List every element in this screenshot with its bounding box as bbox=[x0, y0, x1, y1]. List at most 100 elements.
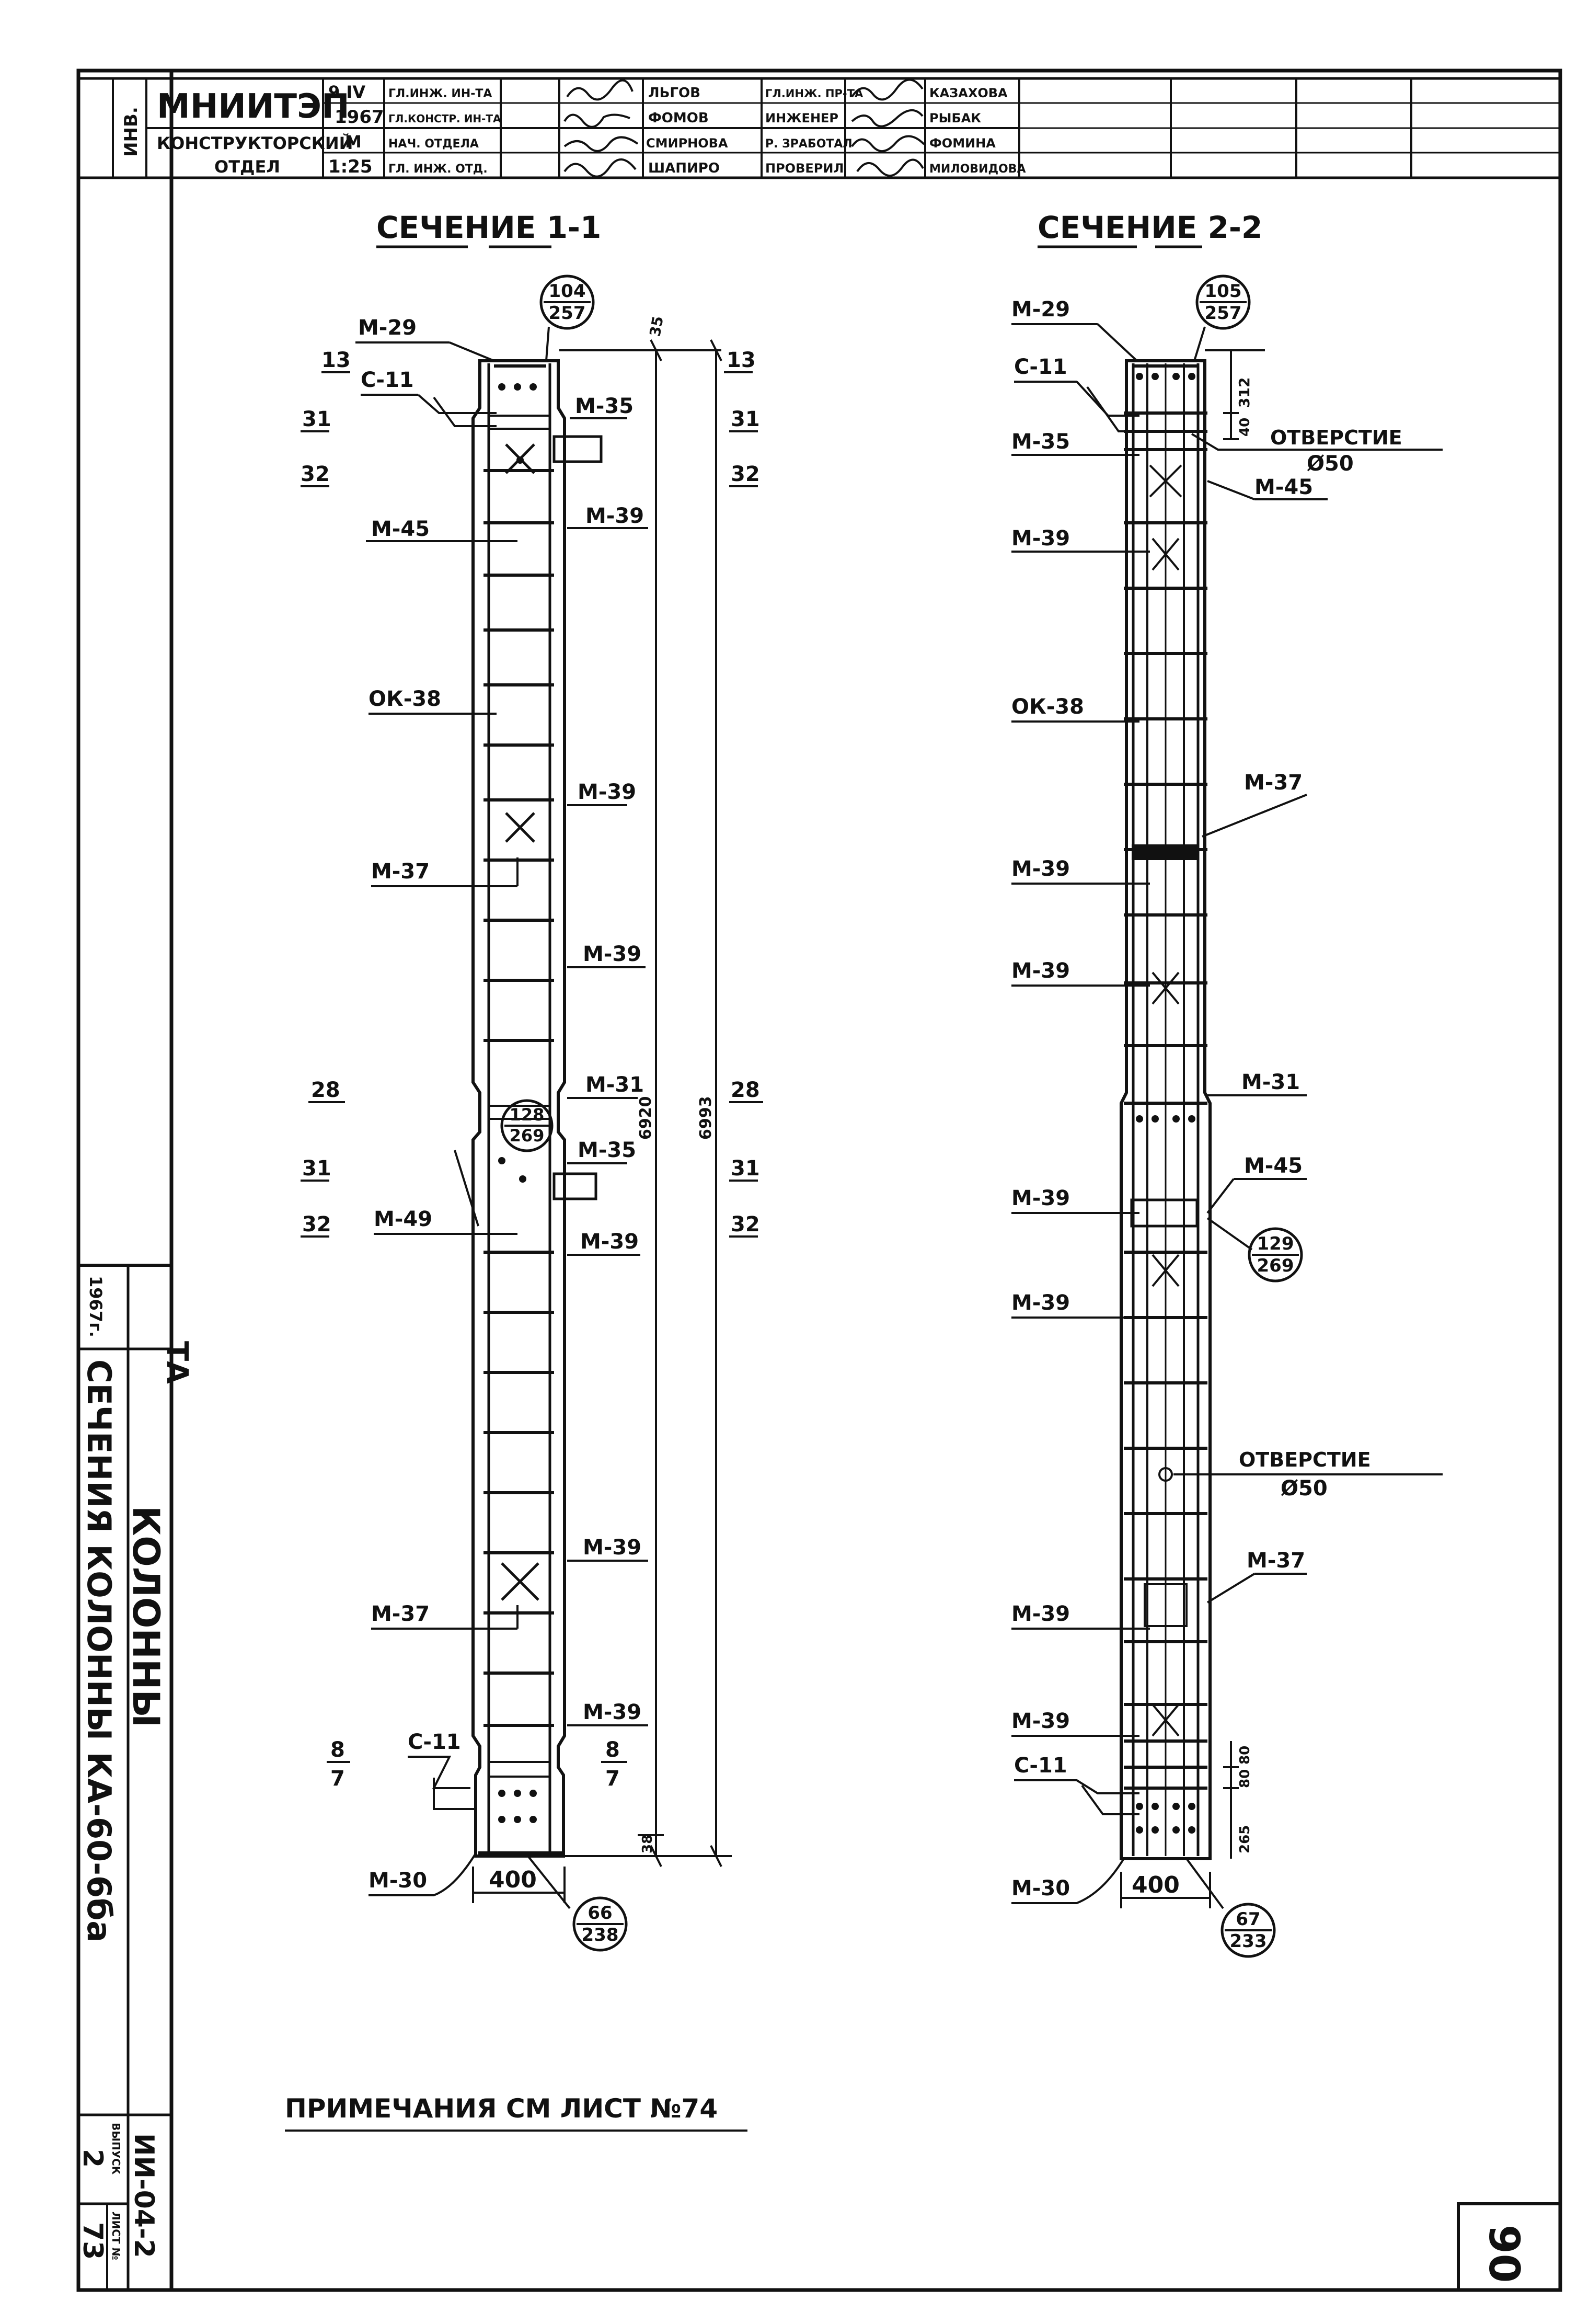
title-role-1: ГЛ.КОНСТР. ИН-ТА bbox=[388, 112, 501, 125]
title-sheet-word: M bbox=[345, 132, 362, 152]
s1-label-m29: М-29 bbox=[358, 316, 417, 340]
title-role2-2: Р. ЗРАБОТАЛ bbox=[765, 138, 853, 151]
s2-dim-b3: 265 bbox=[1237, 1825, 1253, 1853]
s2-callout-3: 67 233 bbox=[1220, 1903, 1276, 1958]
s2-label-hole1: ОТВЕРСТИЕ bbox=[1270, 426, 1402, 449]
page-number-box: 90 bbox=[1457, 2202, 1562, 2292]
s2-label-c11: С-11 bbox=[1014, 355, 1067, 379]
s1-label-m45: М-45 bbox=[371, 517, 430, 541]
page-number: 90 bbox=[1480, 2225, 1528, 2283]
s2-label-hole1-d: Ø50 bbox=[1307, 452, 1354, 476]
s1-level-31b-right: 31 bbox=[731, 1157, 760, 1181]
s1-level-28-left: 28 bbox=[311, 1078, 340, 1102]
title-department-2: ОТДЕЛ bbox=[214, 157, 280, 177]
s1-label-m31: М-31 bbox=[585, 1073, 644, 1097]
s1-label-m39a: М-39 bbox=[585, 504, 644, 528]
title-role2-0: ГЛ.ИНЖ. ПР-ТА bbox=[765, 87, 863, 100]
s1-label-m35b: М-35 bbox=[578, 1138, 636, 1162]
notes-reference: ПРИМЕЧАНИЯ СМ ЛИСТ №74 bbox=[285, 2093, 718, 2124]
s1-dim-bottom: 38 bbox=[640, 1835, 655, 1853]
title-org: МНИИТЭП bbox=[157, 87, 350, 126]
title-name-1: ФОМОВ bbox=[648, 110, 709, 126]
s1-label-m35a: М-35 bbox=[575, 394, 634, 418]
title-scale: 1:25 bbox=[328, 156, 373, 177]
title-role2-3: ПРОВЕРИЛ bbox=[765, 161, 844, 176]
s1-callout-2-bottom: 269 bbox=[510, 1126, 545, 1146]
s1-dim-width: 400 bbox=[489, 1867, 537, 1893]
title-name2-3: МИЛОВИДОВА bbox=[929, 163, 1026, 176]
s1-level-13-right: 13 bbox=[727, 348, 756, 372]
title-year: 1967 bbox=[335, 107, 384, 128]
s2-label-m37a: М-37 bbox=[1244, 771, 1303, 795]
s2-label-hole2: ОТВЕРСТИЕ bbox=[1239, 1448, 1371, 1471]
s2-label-ok38: ОК-38 bbox=[1011, 695, 1084, 719]
s1-level-31b-left: 31 bbox=[302, 1157, 331, 1181]
side-stamp-title: СЕЧЕНИЯ КОЛОННЫ КА-60-6бa bbox=[80, 1359, 118, 1942]
s2-label-m30: М-30 bbox=[1011, 1876, 1070, 1901]
side-stamp: ТА 1967г. КОЛОННЫ СЕЧЕНИЯ КОЛОННЫ КА-60-… bbox=[77, 1264, 194, 2292]
s1-label-m39f: М-39 bbox=[583, 1700, 641, 1724]
s2-label-m39f: М-39 bbox=[1011, 1602, 1070, 1626]
s1-level-7-left: 7 bbox=[330, 1767, 345, 1791]
section-1-dimensions bbox=[472, 339, 732, 1903]
side-stamp-issue: 2 bbox=[77, 2149, 108, 2168]
s2-label-hole2-d: Ø50 bbox=[1281, 1476, 1328, 1501]
s2-label-m45b: М-45 bbox=[1244, 1154, 1303, 1178]
s2-label-m29: М-29 bbox=[1011, 297, 1070, 322]
s2-callout-2: 129 269 bbox=[1248, 1227, 1303, 1283]
s1-level-31-right: 31 bbox=[731, 407, 760, 431]
s2-label-m39e: М-39 bbox=[1011, 1291, 1070, 1315]
s2-label-m39g: М-39 bbox=[1011, 1709, 1070, 1733]
s1-level-32b-right: 32 bbox=[731, 1212, 760, 1237]
s2-label-m39a: М-39 bbox=[1011, 526, 1070, 551]
title-side-mark: ИНВ. bbox=[121, 107, 142, 157]
title-role2-1: ИНЖЕНЕР bbox=[765, 111, 838, 125]
side-stamp-year: 1967г. bbox=[86, 1276, 106, 1337]
s2-label-m35: М-35 bbox=[1011, 430, 1070, 454]
s1-label-m39e: М-39 bbox=[583, 1536, 641, 1560]
side-stamp-sheet: 73 bbox=[77, 2222, 108, 2260]
s1-callout-2-top: 128 bbox=[510, 1105, 545, 1125]
title-name-3: ШАПИРО bbox=[648, 161, 720, 176]
title-block: ИНВ. МНИИТЭП КОНСТРУКТОРСКИЙ ОТДЕЛ 9.IV … bbox=[77, 77, 1562, 179]
s1-label-c11b: С-11 bbox=[408, 1730, 461, 1754]
s1-callout-1-bottom: 257 bbox=[549, 303, 586, 324]
section-2-title: СЕЧЕНИЕ 2-2 bbox=[1038, 210, 1262, 245]
s1-level-8-left: 8 bbox=[330, 1738, 345, 1762]
s1-callout-1: 104 257 bbox=[539, 274, 595, 361]
s2-callout-1-bottom: 257 bbox=[1205, 303, 1242, 324]
s1-label-m30: М-30 bbox=[369, 1869, 427, 1893]
s1-label-m37a: М-37 bbox=[371, 860, 430, 884]
s1-level-32-left: 32 bbox=[301, 462, 330, 486]
side-stamp-ta: ТА bbox=[160, 1341, 194, 1384]
title-date: 9.IV bbox=[328, 82, 365, 102]
s2-dim-b2: 80 bbox=[1237, 1769, 1253, 1788]
s2-label-c11b: С-11 bbox=[1014, 1754, 1067, 1778]
s1-callout-1-top: 104 bbox=[549, 281, 586, 302]
side-stamp-series: ИИ-04-2 bbox=[128, 2133, 159, 2258]
s1-dim-top: 35 bbox=[646, 315, 666, 338]
s2-dim-width: 400 bbox=[1132, 1872, 1180, 1898]
s1-label-m39b: М-39 bbox=[578, 780, 636, 804]
column-section-2 bbox=[1120, 359, 1212, 1860]
s1-dim-outer: 6993 bbox=[697, 1096, 715, 1140]
signatures bbox=[563, 78, 925, 178]
section-2-title-group: СЕЧЕНИЕ 2-2 bbox=[1038, 210, 1262, 248]
s1-label-m39d: М-39 bbox=[580, 1230, 639, 1254]
s2-label-m39c: М-39 bbox=[1011, 959, 1070, 983]
s1-level-32-right: 32 bbox=[731, 462, 760, 486]
title-name2-1: РЫБАК bbox=[929, 111, 981, 125]
s1-label-m37b: М-37 bbox=[371, 1602, 430, 1626]
s1-label-c11: С-11 bbox=[361, 368, 414, 392]
section-2-dimensions bbox=[1120, 349, 1265, 1908]
title-role-2: НАЧ. ОТДЕЛА bbox=[388, 138, 479, 151]
s2-label-m31: М-31 bbox=[1241, 1070, 1300, 1094]
s2-callout-2-bottom: 269 bbox=[1257, 1255, 1294, 1276]
s2-callout-2-top: 129 bbox=[1257, 1233, 1294, 1254]
s1-level-13-left: 13 bbox=[321, 348, 351, 372]
section-1-title: СЕЧЕНИЕ 1-1 bbox=[376, 210, 601, 245]
s1-callout-3: 66 238 bbox=[572, 1896, 628, 1952]
section-1-leaders bbox=[355, 341, 648, 1909]
s1-label-m39c: М-39 bbox=[583, 942, 641, 966]
